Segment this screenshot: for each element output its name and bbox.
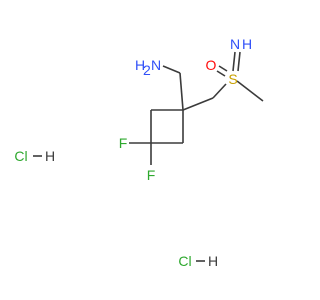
bond-ch2-s bbox=[212, 83, 227, 99]
salt-2-h-label: H bbox=[208, 253, 218, 269]
salt-2-cl-label: Cl bbox=[178, 253, 191, 269]
bond-n-ch2 bbox=[162, 65, 181, 74]
structure-diagram: H 2 N O S N H F F Cl H Cl H bbox=[14, 36, 264, 269]
bond-quaternary-c-ch2 bbox=[182, 97, 214, 111]
imine-nitrogen-label: N bbox=[230, 36, 240, 52]
bond-s-n-double-b bbox=[237, 51, 241, 72]
sulfur-label: S bbox=[228, 71, 237, 87]
amine-nitrogen-label: N bbox=[151, 57, 161, 73]
bond-s-n-double-a bbox=[232, 51, 236, 72]
amine-h-label: H bbox=[135, 57, 145, 73]
bond-s-o-double-b bbox=[216, 70, 226, 77]
salt-1: Cl H bbox=[14, 148, 55, 164]
salt-1-cl-label: Cl bbox=[14, 148, 27, 164]
imine-h-label: H bbox=[242, 36, 252, 52]
fluorine-1-label: F bbox=[119, 135, 128, 151]
bonds bbox=[33, 51, 264, 262]
amine-h-subscript: 2 bbox=[143, 62, 151, 78]
bond-ch2-quaternary-c bbox=[179, 72, 184, 111]
oxygen-label: O bbox=[206, 57, 217, 73]
bond-s-methyl bbox=[236, 80, 264, 102]
salt-2: Cl H bbox=[178, 253, 218, 269]
salt-1-h-label: H bbox=[45, 148, 55, 164]
bond-s-o-double-a bbox=[218, 65, 228, 72]
atom-labels: H 2 N O S N H F F bbox=[119, 36, 252, 183]
fluorine-2-label: F bbox=[147, 167, 156, 183]
